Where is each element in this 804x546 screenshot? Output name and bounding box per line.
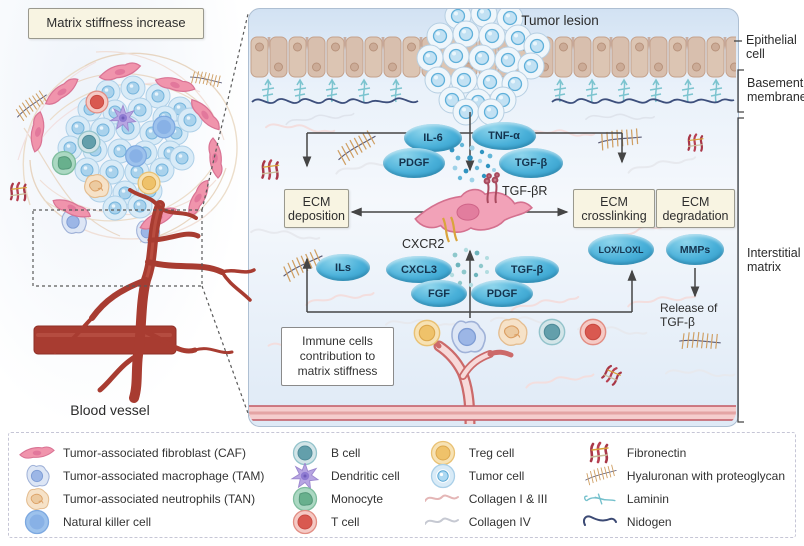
cxcr2-label: CXCR2 (402, 237, 445, 251)
nk-icon (19, 509, 55, 534)
legend-item-collagen4: Collagen IV (424, 510, 583, 534)
legend-item-dendritic: Dendritic cell (287, 462, 425, 489)
basement-membrane-label: Basement membrane (747, 76, 804, 105)
caf-icon (19, 441, 55, 465)
interstitial-matrix-label: Interstitial matrix (747, 246, 801, 275)
cytokine-oval-pdgf: PDGF (383, 148, 445, 178)
cytokine-oval-tnfa: TNF-α (472, 122, 536, 150)
cytokine-oval-ils: ILs (316, 254, 370, 281)
mmps-oval: MMPs (666, 234, 724, 265)
cytokine-oval-il6: IL-6 (404, 124, 462, 152)
legend-item-monocyte: Monocyte (287, 486, 425, 511)
legend-item-nidogen: Nidogen (582, 510, 785, 534)
tumorcell-icon (425, 463, 461, 488)
fibronectin-icon (583, 441, 619, 465)
legend-item-collagen13: Collagen I & III (424, 487, 583, 511)
epithelial-cell-label: Epithelial cell (746, 33, 797, 62)
legend-item-bcell: B cell (287, 440, 425, 465)
collagen4-icon (424, 510, 461, 534)
tam-icon (19, 464, 55, 488)
collagen13-icon (424, 487, 461, 511)
cytokine-oval-pdgf2: PDGF (471, 280, 533, 307)
ecm-crosslinking-box: ECM crosslinking (573, 189, 655, 228)
cytokine-oval-tgfb: TGF-β (499, 148, 563, 178)
legend-item-laminin: Laminin (583, 487, 785, 510)
ecm-degradation-box: ECM degradation (656, 189, 735, 228)
legend-item-tumorcell: Tumor cell (425, 463, 583, 488)
hyaluronan-icon (583, 463, 619, 488)
ecm-deposition-box: ECM deposition (284, 189, 349, 228)
legend-item-hyaluronan: Hyaluronan with proteoglycan (583, 463, 785, 488)
release-tgfb-label: Release of TGF-β (660, 301, 718, 329)
tumor-lesion-label: Tumor lesion (521, 13, 599, 28)
legend-item-tam: Tumor-associated macrophage (TAM) (19, 464, 287, 487)
tan-icon (19, 487, 55, 511)
blood-vessel-label: Blood vessel (70, 402, 150, 418)
immune-cells-box: Immune cells contribution to matrix stif… (281, 327, 394, 386)
legend-panel: Tumor-associated fibroblast (CAF) Tumor-… (8, 432, 796, 538)
bcell-icon (287, 440, 323, 465)
matrix-stiffness-box: Matrix stiffness increase (28, 8, 204, 39)
legend-item-tcell: T cell (287, 509, 425, 534)
lox-oval: LOX/LOXL (588, 234, 654, 265)
cytokine-oval-cxcl3: CXCL3 (386, 256, 452, 283)
legend-item-fibronectin: Fibronectin (583, 441, 785, 464)
monocyte-icon (287, 486, 323, 511)
tgfbr-label: TGF-βR (502, 184, 548, 198)
background-tint (0, 0, 250, 430)
legend-item-nk: Natural killer cell (19, 509, 287, 534)
dendritic-icon (287, 462, 323, 489)
matrix-stiffness-label: Matrix stiffness increase (46, 15, 186, 31)
legend-item-treg: Treg cell (425, 440, 583, 465)
tcell-icon (287, 509, 323, 534)
cytokine-oval-fgf: FGF (411, 280, 467, 307)
legend-item-caf: Tumor-associated fibroblast (CAF) (19, 441, 287, 464)
treg-icon (425, 440, 461, 465)
laminin-icon (583, 487, 619, 511)
nidogen-icon (582, 510, 619, 534)
legend-item-tan: Tumor-associated neutrophils (TAN) (19, 487, 287, 510)
cytokine-oval-tgfb2: TGF-β (495, 256, 559, 283)
